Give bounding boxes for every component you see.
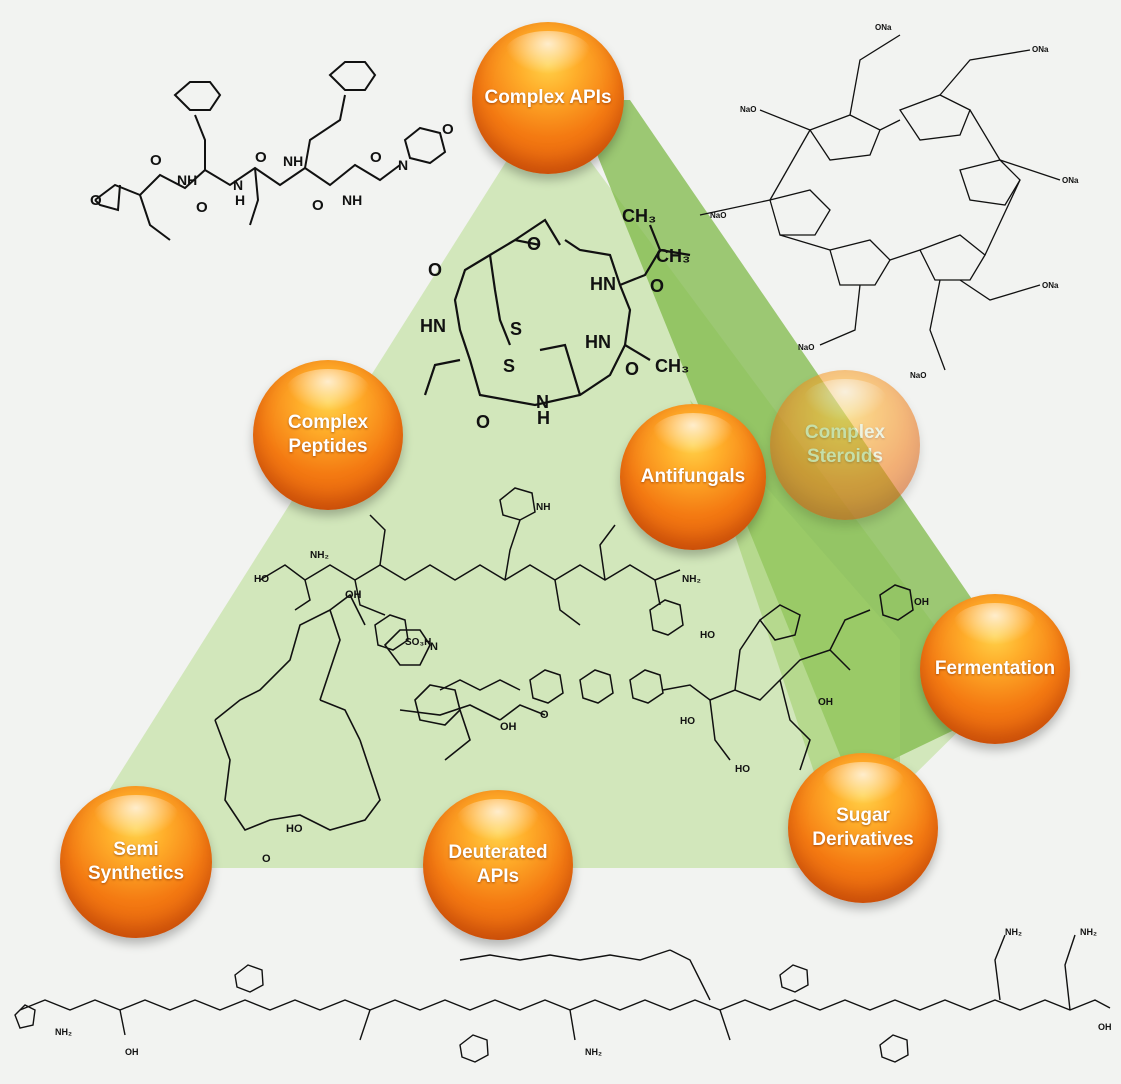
- node-label: Sugar Derivatives: [812, 805, 914, 850]
- node-label: Complex Steroids: [804, 422, 886, 467]
- atom-label: NH₂: [682, 574, 701, 585]
- peptide-structure-top-left: [94, 61, 447, 241]
- node-label: Complex Peptides: [287, 412, 369, 457]
- atom-label: NH₂: [1080, 927, 1097, 937]
- atom-label: O: [540, 709, 549, 721]
- macrolide-structure: [214, 593, 546, 831]
- atom-label: ONa: [1032, 45, 1049, 54]
- atom-label: HN: [590, 274, 616, 294]
- node-deuterated-apis: Deuterated APIs: [423, 790, 573, 940]
- atom-label: O: [428, 260, 442, 280]
- atom-label: O: [150, 152, 162, 169]
- atom-label: CH₃: [656, 246, 690, 266]
- node-label: Deuterated APIs: [448, 842, 548, 887]
- atom-label: O: [442, 121, 454, 138]
- atom-label: O: [650, 276, 664, 296]
- atom-label: N: [430, 641, 438, 653]
- atom-label: HN: [420, 316, 446, 336]
- atom-label: O: [625, 359, 639, 379]
- node-label: Semi Synthetics: [87, 839, 185, 884]
- atom-label: SO₃H: [405, 637, 431, 648]
- atom-label: H: [537, 408, 550, 428]
- atom-label: NH₂: [55, 1027, 72, 1037]
- atom-label: OH: [125, 1047, 139, 1057]
- macrocycle-structure: [423, 218, 691, 407]
- atom-label: O: [255, 149, 267, 166]
- atom-label: O: [312, 197, 324, 214]
- atom-label: OH: [914, 597, 929, 608]
- atom-label: HO: [254, 574, 269, 585]
- atom-label: O: [262, 853, 271, 865]
- node-label: Complex APIs: [484, 87, 612, 108]
- atom-label: ONa: [875, 23, 892, 32]
- atom-label: O: [370, 149, 382, 166]
- atom-label: ONa: [1042, 281, 1059, 290]
- atom-label: OH: [500, 721, 517, 733]
- long-peptide-structure: [14, 934, 1111, 1063]
- atom-label: NH: [342, 192, 362, 208]
- atom-label: NaO: [710, 211, 726, 220]
- atom-label: O: [90, 192, 102, 209]
- node-complex-steroids: Complex Steroids: [770, 370, 920, 520]
- atom-label: OH: [345, 589, 362, 601]
- atom-label: H: [235, 192, 245, 208]
- atom-label: N: [398, 157, 408, 173]
- atom-label: HO: [286, 823, 303, 835]
- node-antifungals: Antifungals: [620, 404, 766, 550]
- atom-label: O: [476, 412, 490, 432]
- node-label: Fermentation: [934, 658, 1056, 679]
- atom-label: HO: [735, 764, 750, 775]
- atom-labels: CH₃ CH₃ CH₃ O O HN HN HN S S N H O O O O…: [55, 23, 1112, 1057]
- node-semi-synthetics: Semi Synthetics: [60, 786, 212, 938]
- sugar-structure-top-right: [699, 34, 1061, 371]
- lipopeptide-structure: [439, 584, 914, 771]
- atom-label: NH: [536, 502, 550, 513]
- node-complex-peptides: Complex Peptides: [253, 360, 403, 510]
- atom-label: HN: [585, 332, 611, 352]
- node-complex-apis: Complex APIs: [472, 22, 624, 174]
- node-fermentation: Fermentation: [920, 594, 1070, 744]
- green-triangle: [60, 100, 990, 868]
- atom-label: NH: [177, 172, 197, 188]
- atom-label: CH₃: [655, 356, 689, 376]
- atom-label: OH: [818, 697, 833, 708]
- atom-label: CH₃: [622, 206, 656, 226]
- atom-label: NH: [283, 153, 303, 169]
- atom-label: NaO: [740, 105, 756, 114]
- atom-label: S: [510, 319, 522, 339]
- atom-label: HO: [700, 630, 715, 641]
- atom-label: N: [233, 177, 243, 193]
- sulfated-peptide-structure: [259, 487, 684, 651]
- chemical-structures: [14, 34, 1111, 1063]
- node-label: Antifungals: [640, 466, 746, 487]
- atom-label: NH₂: [585, 1047, 602, 1057]
- atom-label: N: [536, 392, 549, 412]
- atom-label: OH: [1098, 1022, 1112, 1032]
- atom-label: O: [527, 234, 541, 254]
- atom-label: HO: [680, 716, 695, 727]
- atom-label: NaO: [910, 371, 926, 380]
- node-sugar-derivatives: Sugar Derivatives: [788, 753, 938, 903]
- atom-label: NH₂: [310, 550, 329, 561]
- atom-label: O: [196, 199, 208, 216]
- atom-label: ONa: [1062, 176, 1079, 185]
- atom-label: S: [503, 356, 515, 376]
- atom-label: NH₂: [1005, 927, 1022, 937]
- atom-label: NaO: [798, 343, 814, 352]
